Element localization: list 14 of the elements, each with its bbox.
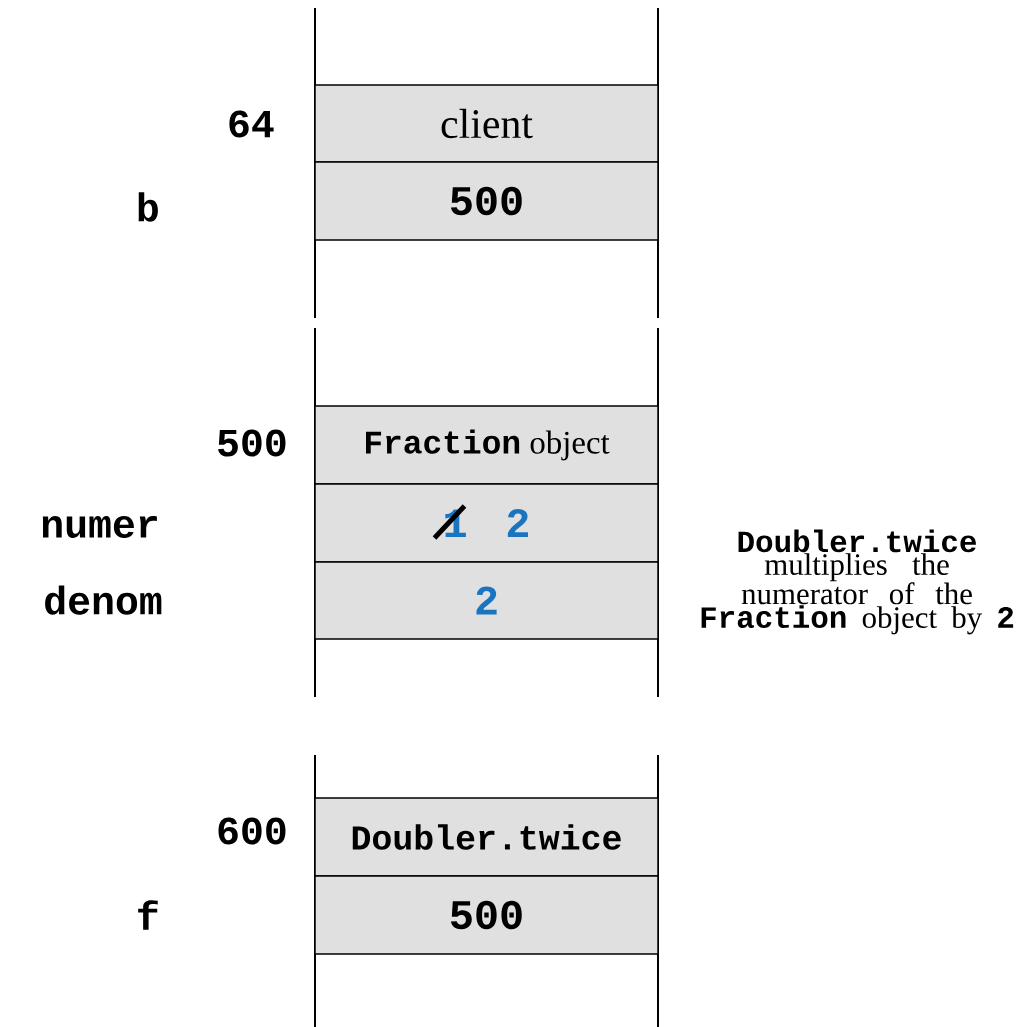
memory-cell: client	[314, 84, 659, 163]
memory-cell: 2	[314, 561, 659, 640]
variable-label: 600	[218, 817, 286, 845]
variable-label: b	[138, 192, 158, 222]
memory-cell: 500	[314, 875, 659, 955]
memory-cell: 500	[314, 161, 659, 241]
variable-label: denom	[45, 585, 162, 615]
variable-label: 500	[218, 429, 286, 457]
annotation-text: Doubler.twice multiplies the numerator of the Fraction object by 2	[701, 529, 1014, 635]
variable-label: 64	[229, 110, 274, 138]
memory-cell: Doubler.twice	[314, 797, 659, 877]
memory-cell: Fraction object	[314, 405, 659, 485]
variable-label: f	[138, 900, 158, 930]
variable-label: numer	[42, 516, 157, 538]
